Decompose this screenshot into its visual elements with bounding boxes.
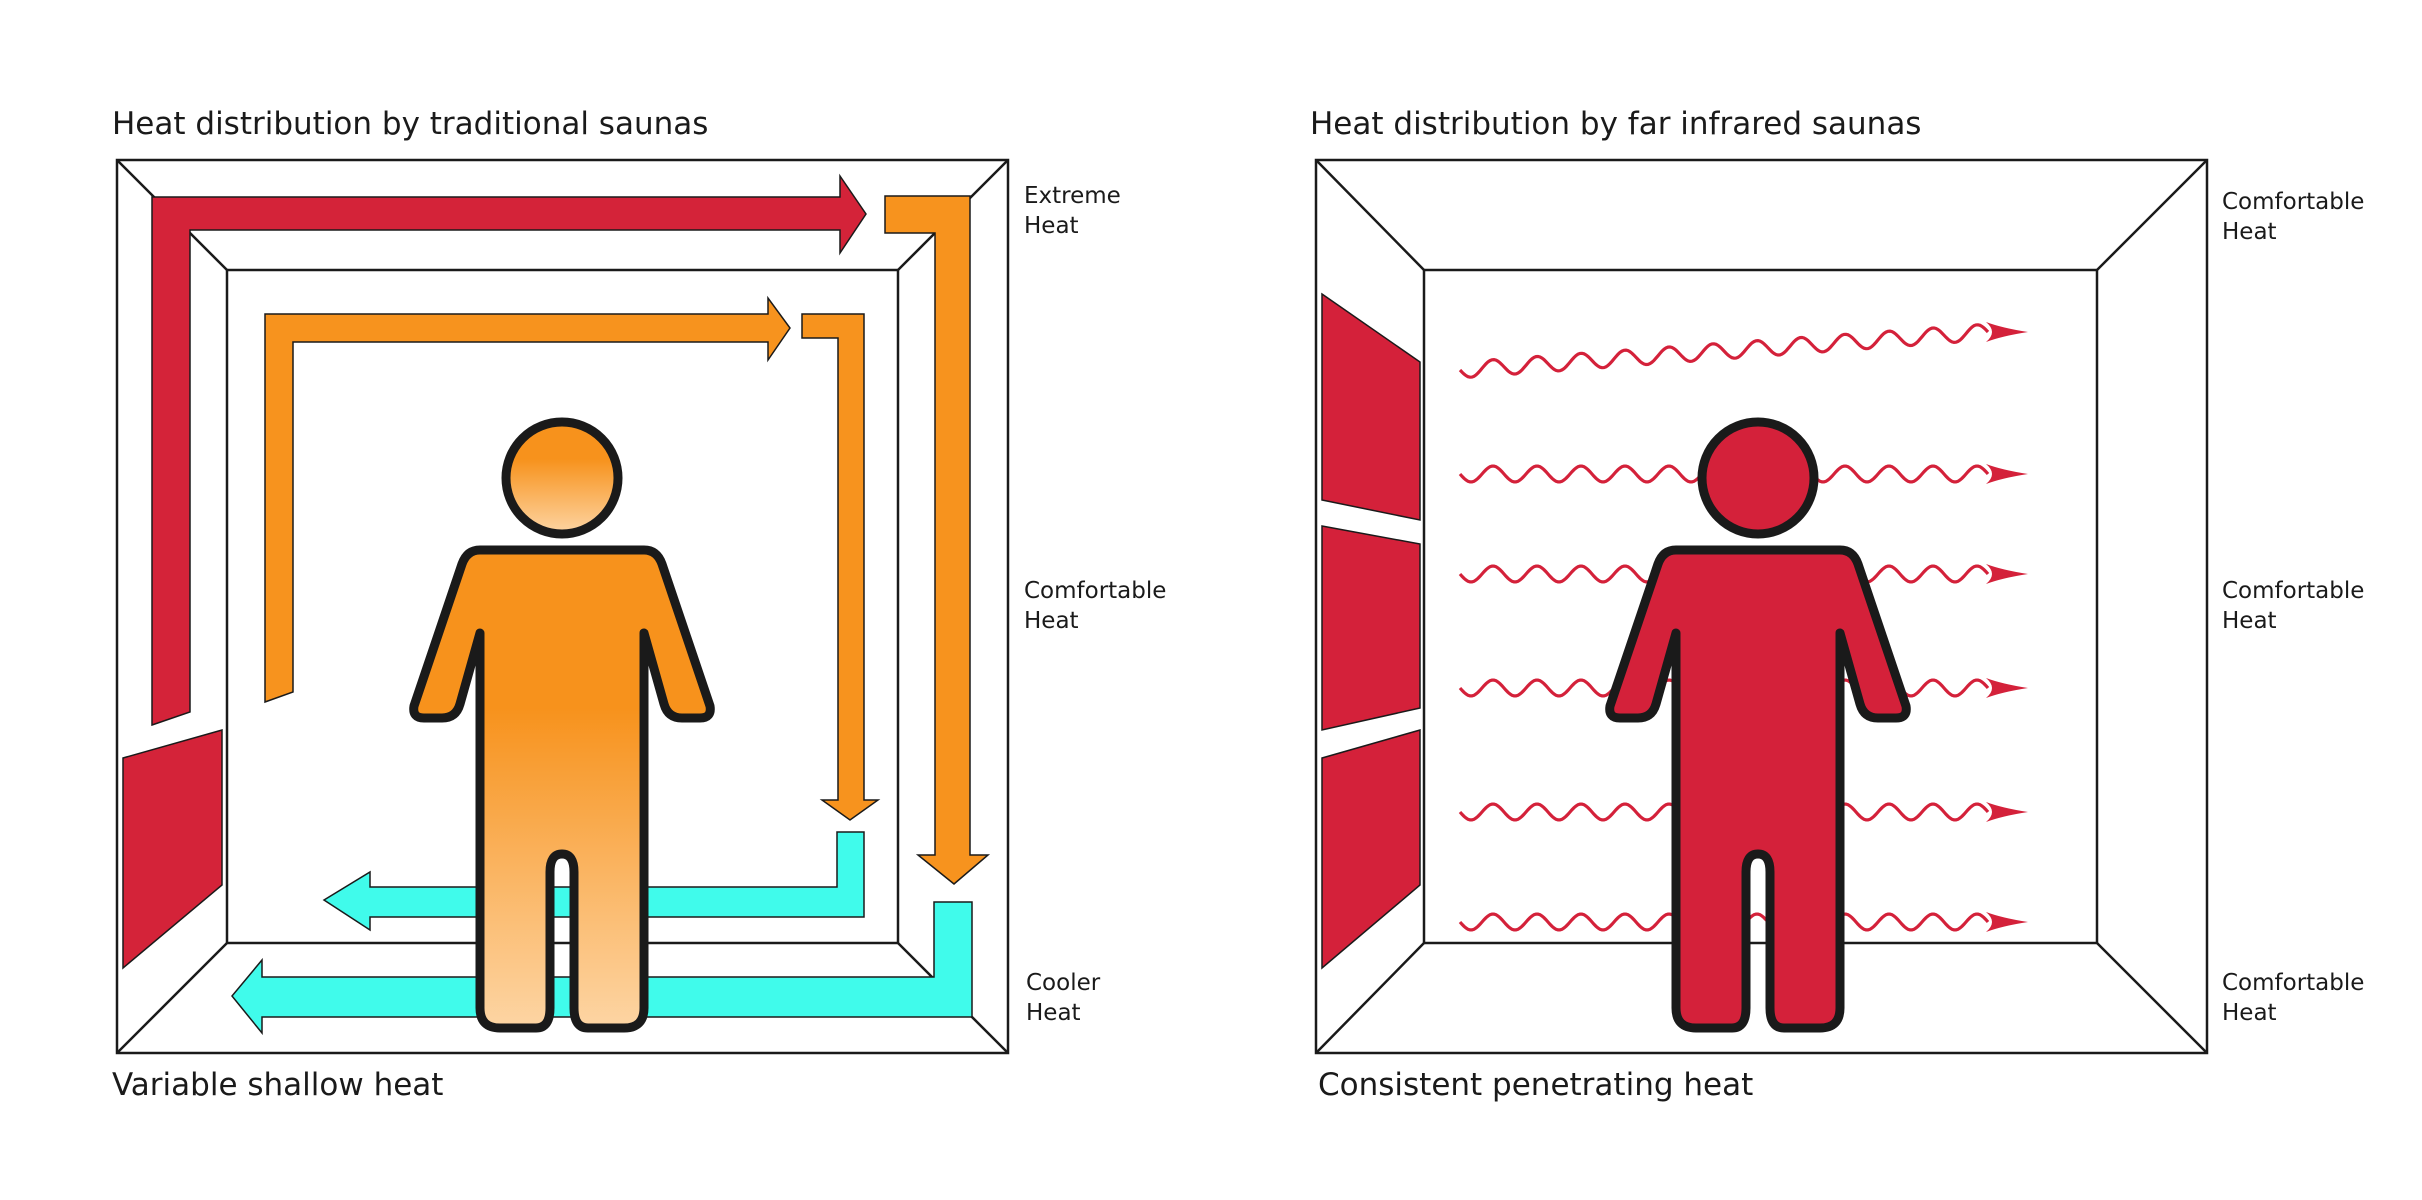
- inner-heat-arrow-down: [801, 313, 881, 821]
- infrared-wave: [1458, 323, 1990, 379]
- infrared-wave-arrowhead: [1986, 678, 2028, 698]
- left-zone-1-line2: Heat: [1024, 213, 1079, 239]
- right-zone-1-line2: Heat: [2222, 219, 2277, 245]
- right-room-corner-tl: [1315, 159, 1425, 271]
- infrared-panel-1: [1321, 292, 1421, 521]
- left-zone-2-line2: Heat: [1024, 608, 1079, 634]
- right-diagram-title: Heat distribution by far infrared saunas: [1310, 106, 1921, 142]
- left-zone-2-line1: Comfortable: [1024, 578, 1166, 604]
- infrared-wave-arrowhead: [1986, 322, 2028, 342]
- right-room-corner-br: [2096, 942, 2208, 1054]
- infrared-panel-3: [1321, 729, 1421, 970]
- left-room-corner-bl: [116, 942, 228, 1054]
- infrared-wave-arrowhead: [1986, 912, 2028, 932]
- left-zone-3-line1: Cooler: [1026, 970, 1101, 996]
- right-diagram-caption: Consistent penetrating heat: [1318, 1067, 1753, 1103]
- right-room-corner-tr: [2096, 159, 2208, 271]
- infrared-wave-arrowhead: [1986, 564, 2028, 584]
- right-zone-1-line1: Comfortable: [2222, 189, 2364, 215]
- right-zone-3-line1: Comfortable: [2222, 970, 2364, 996]
- infrared-sauna-diagram: Heat distribution by far infrared saunas…: [1310, 106, 2364, 1103]
- left-heater-panel: [122, 729, 223, 970]
- right-zone-2-line1: Comfortable: [2222, 578, 2364, 604]
- right-zone-3-line2: Heat: [2222, 1000, 2277, 1026]
- extreme-heat-arrow: [151, 173, 867, 727]
- left-diagram-title: Heat distribution by traditional saunas: [112, 106, 708, 142]
- left-zone-1-line1: Extreme: [1024, 183, 1121, 209]
- left-zone-3-line2: Heat: [1026, 1000, 1081, 1026]
- right-room-corner-bl: [1315, 942, 1425, 1054]
- right-zone-2-line2: Heat: [2222, 608, 2277, 634]
- comfortable-heat-arrow: [264, 295, 791, 704]
- left-diagram-caption: Variable shallow heat: [112, 1067, 443, 1103]
- infrared-wave-arrowhead: [1986, 464, 2028, 484]
- outer-heat-arrow-down: [884, 195, 991, 885]
- infrared-panel-2: [1321, 525, 1421, 731]
- traditional-sauna-diagram: Heat distribution by traditional saunas …: [112, 106, 1166, 1103]
- infrared-wave-arrowhead: [1986, 802, 2028, 822]
